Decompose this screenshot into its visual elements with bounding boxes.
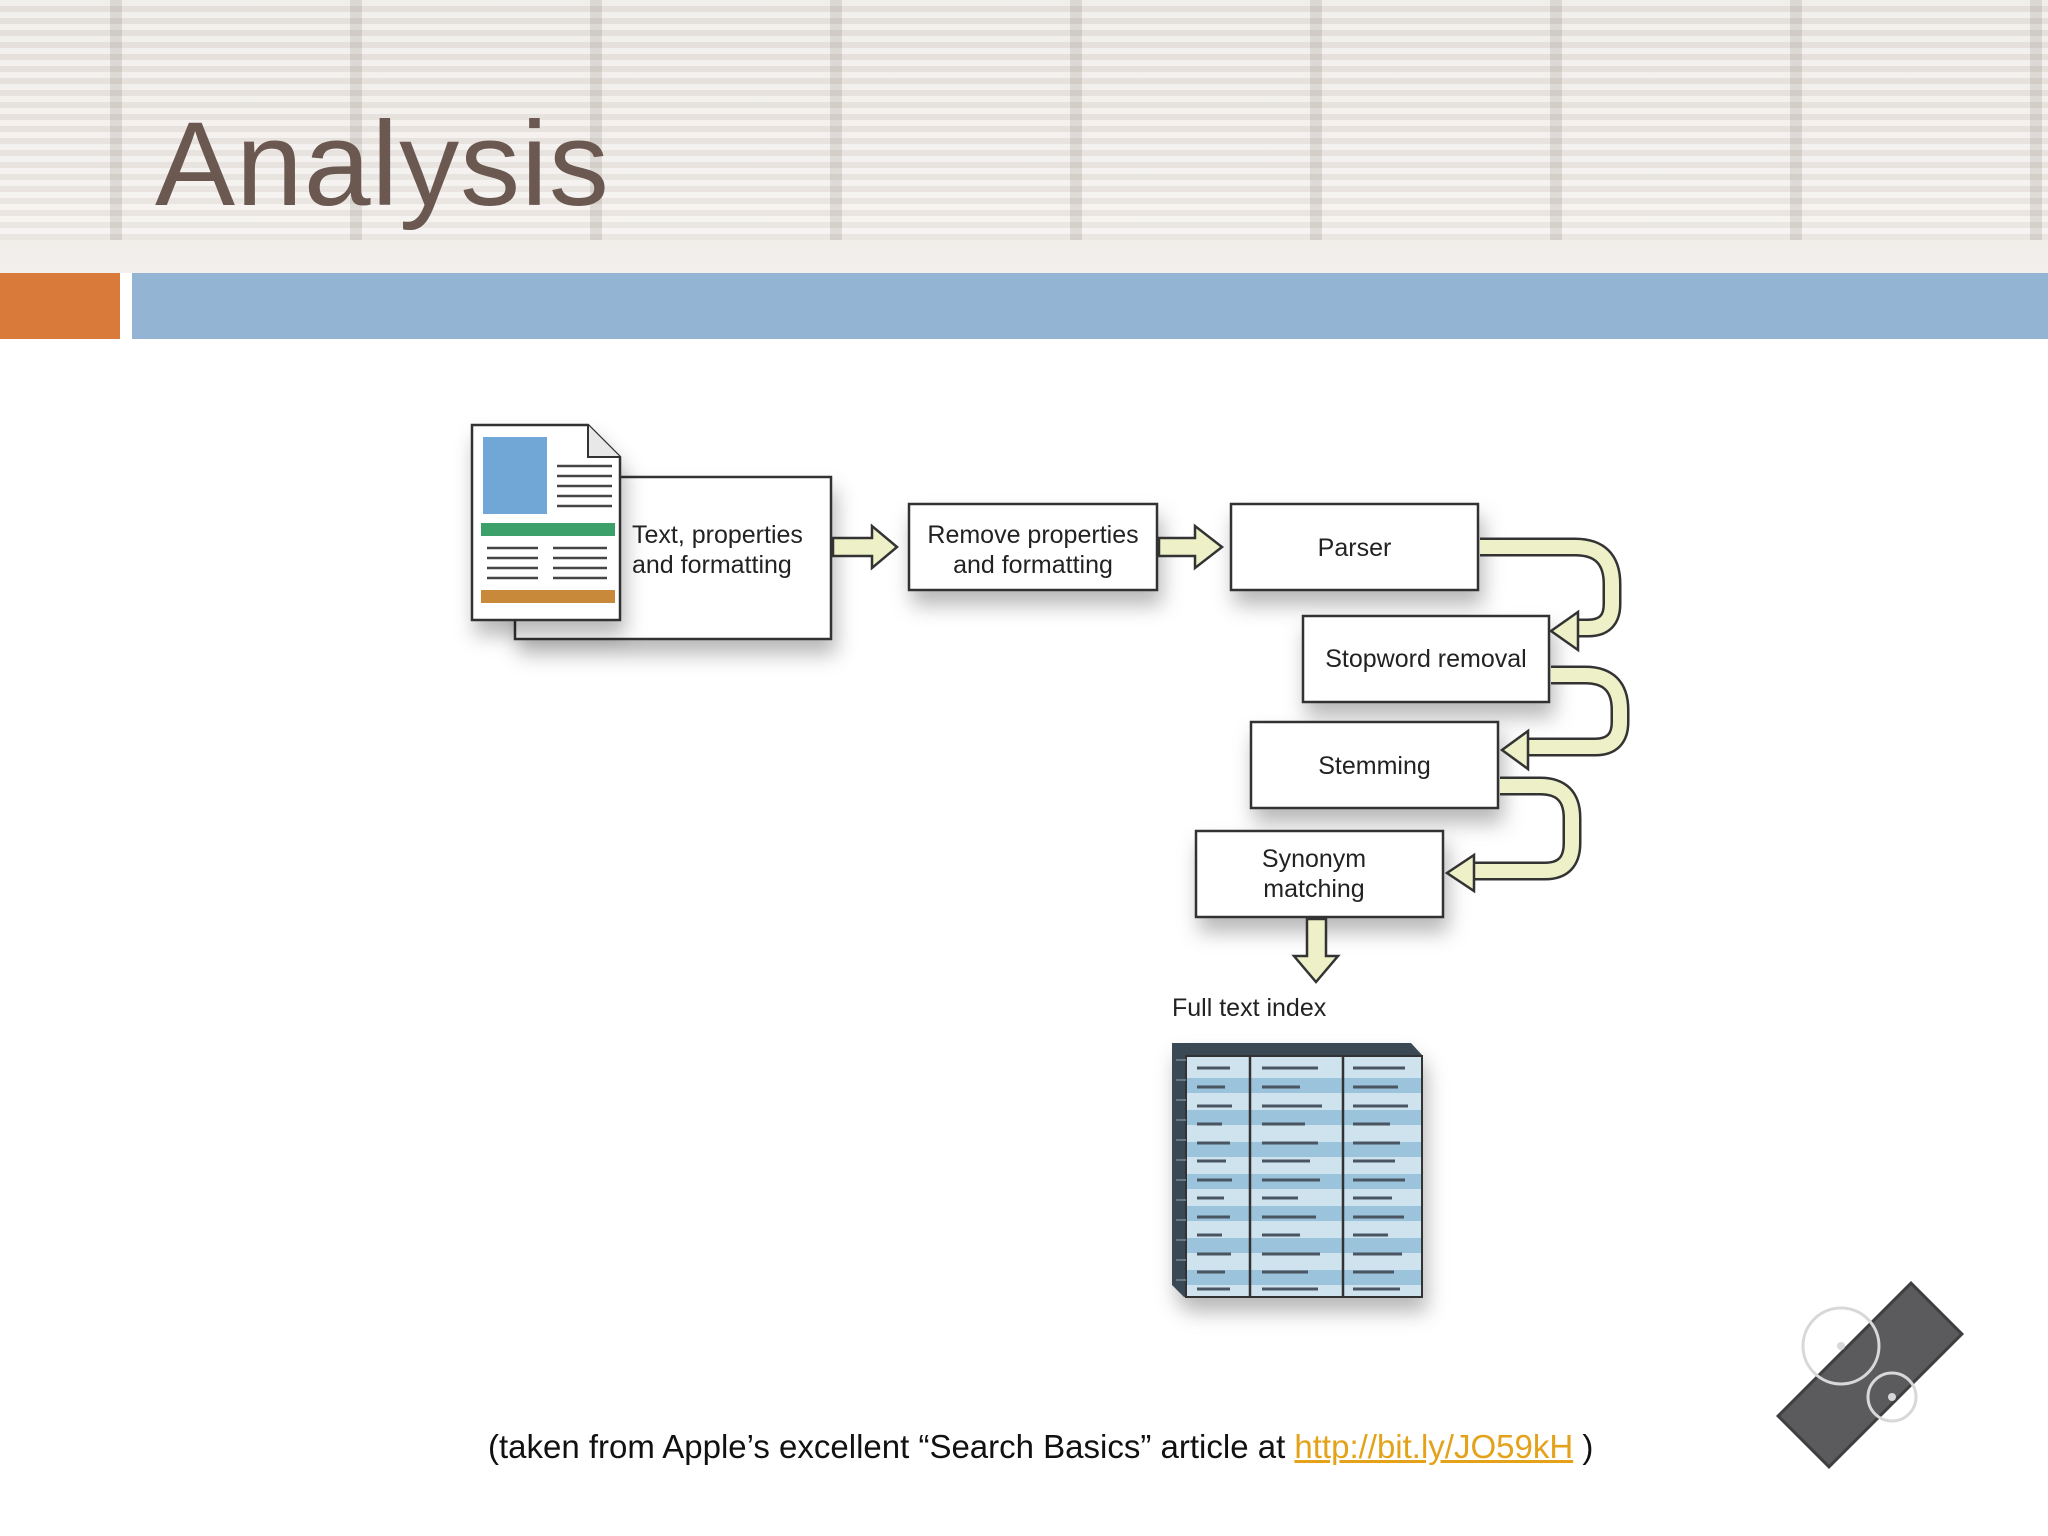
header-photo-columns — [0, 0, 2048, 240]
stopword-removal-box — [1301, 614, 1551, 704]
synonym-matching-label: Synonym matching — [1261, 845, 1367, 903]
header-photo-slats — [0, 0, 2048, 240]
arrowhead-to-stemming — [1499, 728, 1530, 772]
arrowhead-to-stopword — [1548, 609, 1580, 653]
stopword-removal-label: Stopword removal — [1325, 645, 1527, 673]
stemming-box — [1249, 720, 1500, 810]
attribution-prefix: (taken from Apple’s excellent “Search Ba… — [488, 1428, 1295, 1465]
full-text-index-table — [1172, 1043, 1423, 1298]
arrow-source-to-remove — [831, 523, 899, 571]
curved-arrows — [1468, 537, 1630, 881]
slide-title: Analysis — [155, 97, 610, 231]
header-background: Analysis — [0, 0, 2048, 273]
arrow-remove-to-parser — [1157, 523, 1225, 571]
source-label: Text, properties and formatting — [632, 521, 803, 579]
stemming-label: Stemming — [1318, 752, 1431, 780]
parser-box — [1229, 502, 1480, 592]
attribution-suffix: ) — [1573, 1428, 1594, 1465]
remove-properties-box — [907, 502, 1159, 592]
remove-properties-label: Remove properties and formatting — [927, 521, 1139, 579]
document-icon — [470, 423, 622, 622]
arrow-synonym-to-index — [1291, 917, 1341, 984]
film-reel-logo-icon — [1775, 1280, 1965, 1470]
article-link[interactable]: http://bit.ly/JO59kH — [1294, 1428, 1574, 1465]
accent-bar-orange — [0, 273, 120, 339]
synonym-matching-box — [1194, 829, 1445, 919]
attribution-footer: (taken from Apple’s excellent “Search Ba… — [488, 1428, 1593, 1466]
arrowhead-to-synonym — [1444, 852, 1476, 894]
full-text-index-label: Full text index — [1172, 994, 1327, 1022]
parser-label: Parser — [1317, 534, 1392, 562]
accent-bar-blue — [132, 273, 2048, 339]
